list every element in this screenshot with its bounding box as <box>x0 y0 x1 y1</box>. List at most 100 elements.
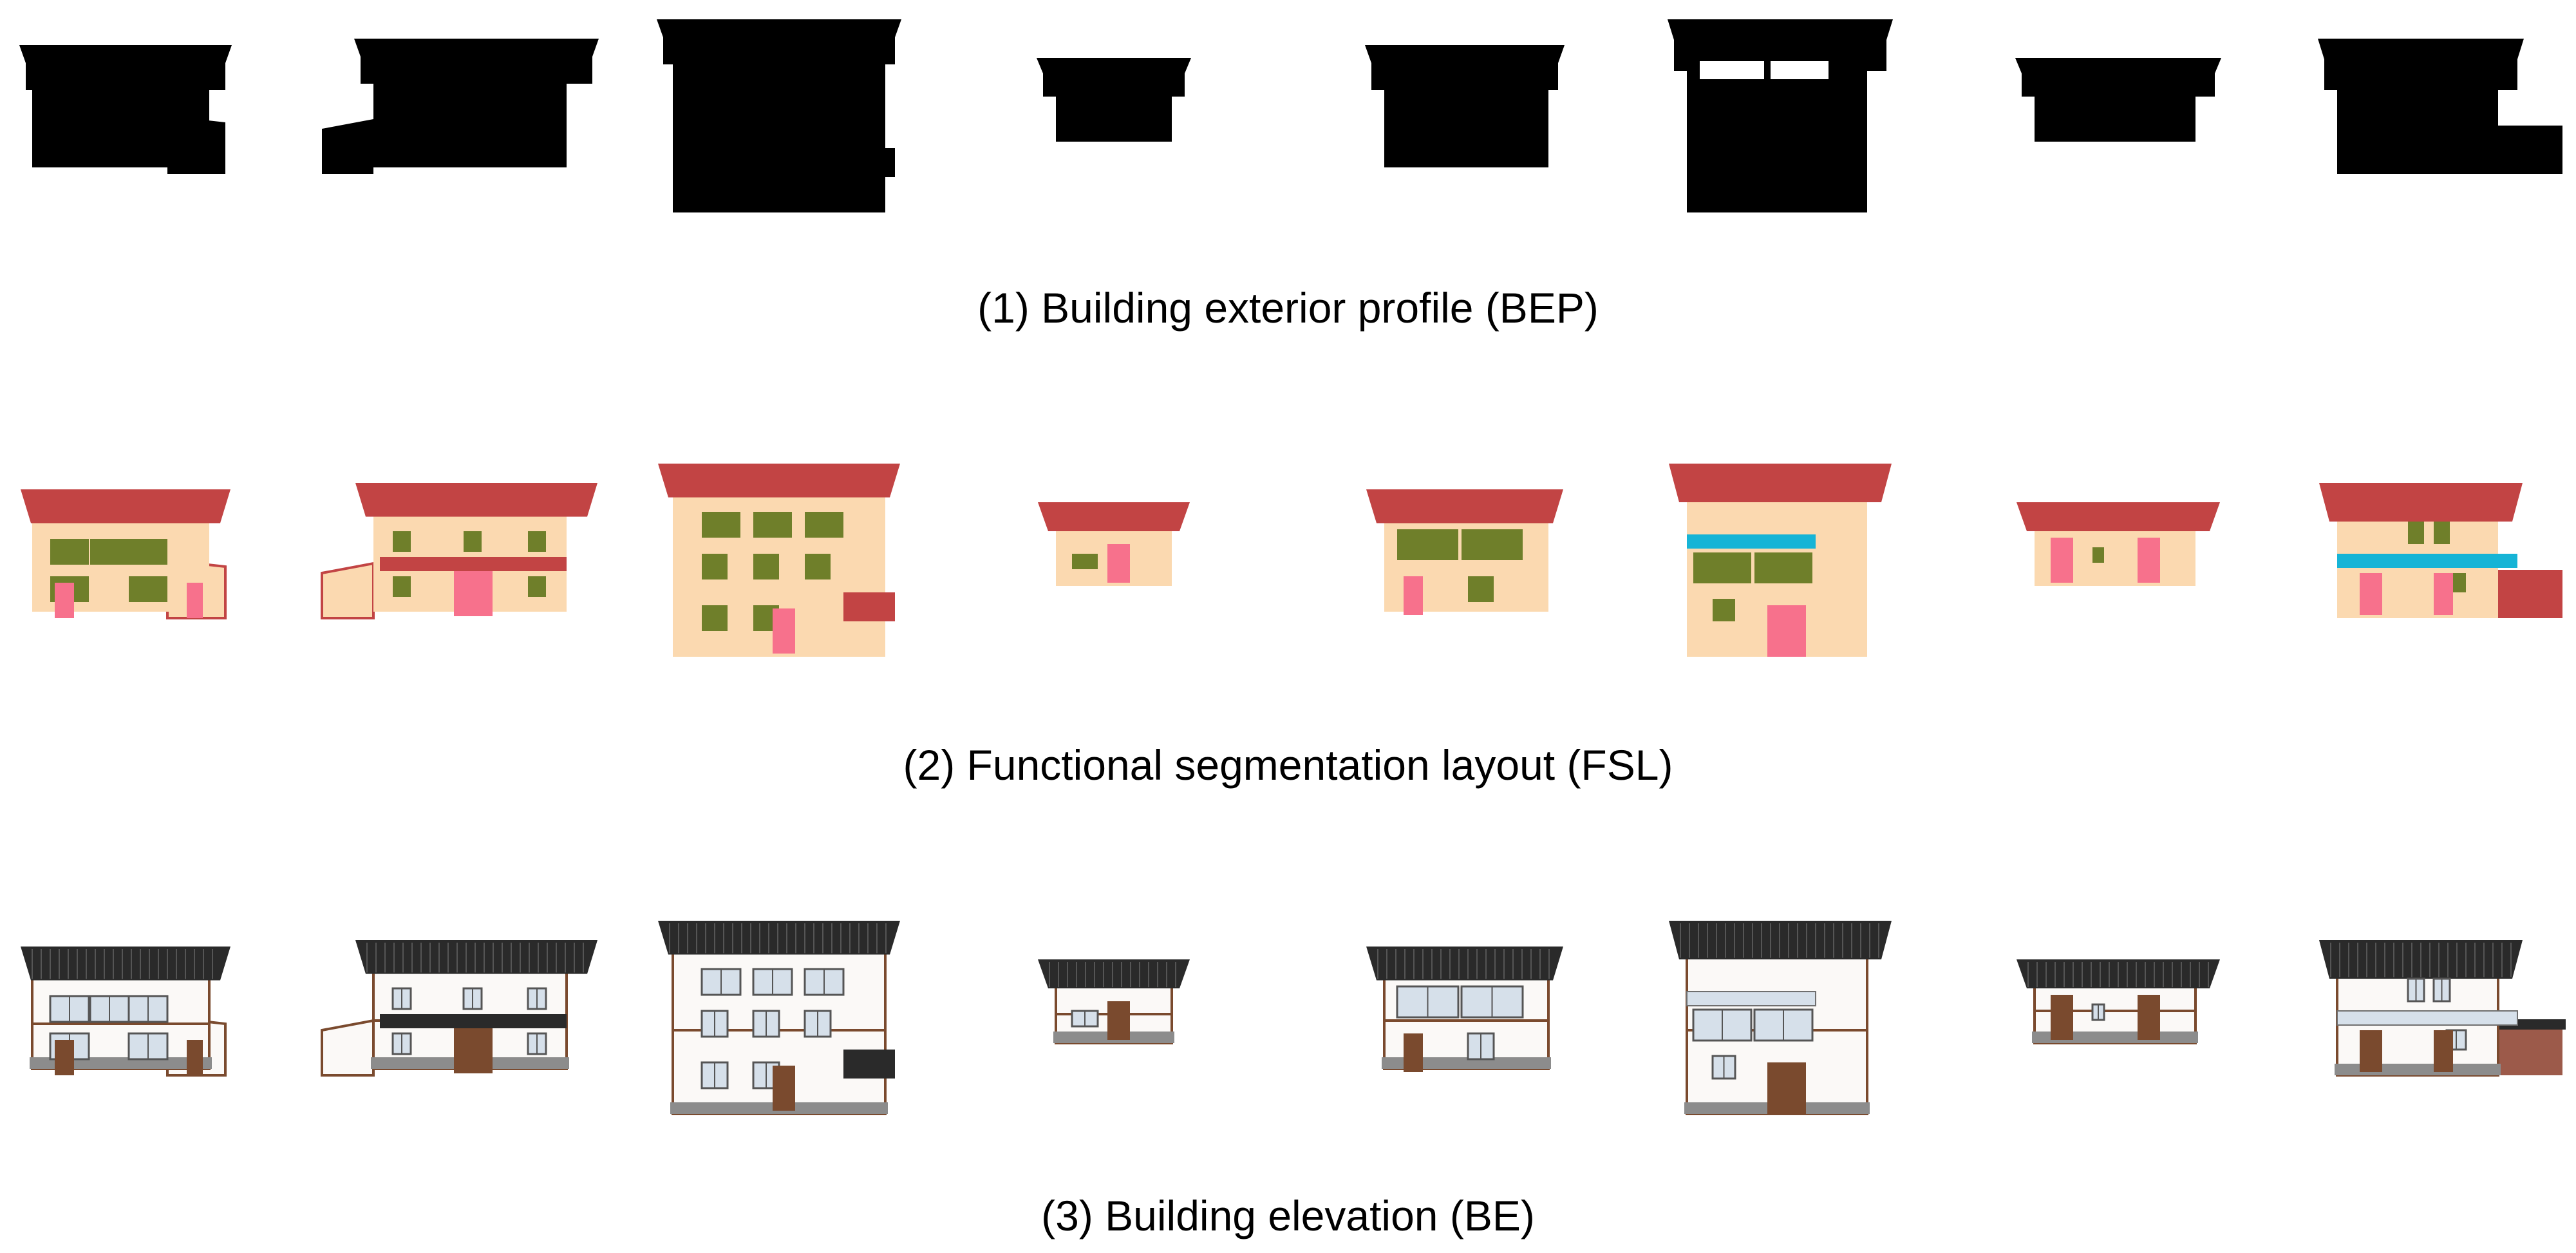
be-door-1-1 <box>55 1040 74 1075</box>
be-wing-8 <box>2498 1027 2562 1075</box>
fsl-roof-2 <box>355 483 597 517</box>
fsl-layouts <box>21 464 2562 657</box>
bep-building-3 <box>657 19 901 212</box>
be-door-8-2 <box>2434 1030 2453 1072</box>
bep-building-6 <box>1668 19 1893 212</box>
fsl-roof-1 <box>21 489 230 523</box>
be-door-4-1 <box>1107 1001 1130 1040</box>
fsl-caption: (2) Functional segmentation layout (FSL) <box>903 741 1673 789</box>
fsl-window-5-2 <box>1462 529 1523 560</box>
fsl-window-1-1 <box>50 539 89 565</box>
bep-building-4 <box>1037 58 1191 142</box>
bep-building-8 <box>2318 39 2562 174</box>
be-roof-1 <box>21 947 230 981</box>
fsl-window-1-2 <box>90 539 129 565</box>
fsl-door-4-1 <box>1107 544 1130 583</box>
bep-body-2 <box>373 71 567 167</box>
bep-gap-2 <box>1771 61 1829 79</box>
fsl-window-5-1 <box>1397 529 1458 560</box>
fsl-band-2 <box>380 557 567 571</box>
fsl-window-1-5 <box>129 576 167 602</box>
fsl-window-2-5 <box>528 576 546 597</box>
fsl-wing-8 <box>2498 570 2562 618</box>
bep-annex-3 <box>843 148 895 177</box>
fsl-row <box>0 444 2576 715</box>
fsl-balcony-8 <box>2337 554 2517 568</box>
fsl-window-3-4 <box>702 554 728 579</box>
be-balcony-6 <box>1686 991 1816 1006</box>
be-base-8 <box>2335 1064 2501 1075</box>
be-building-7 <box>2017 959 2220 1044</box>
bep-silhouettes <box>19 19 2562 212</box>
fsl-window-1-3 <box>129 539 167 565</box>
be-wing-2 <box>321 1019 375 1077</box>
fsl-window-3-6 <box>805 554 831 579</box>
fsl-roof-7 <box>2017 502 2220 531</box>
fsl-window-6-2 <box>1754 552 1812 583</box>
fsl-door-8-2 <box>2434 573 2453 615</box>
fsl-window-3-7 <box>702 605 728 631</box>
fsl-building-4 <box>1038 502 1190 586</box>
fsl-window-2-3 <box>528 531 546 552</box>
bep-caption: (1) Building exterior profile (BEP) <box>977 284 1599 332</box>
bep-body-4 <box>1056 84 1172 142</box>
be-roof-2 <box>355 940 597 974</box>
fsl-window-8-2 <box>2434 522 2450 544</box>
fsl-window-2-2 <box>464 531 482 552</box>
fsl-building-1 <box>21 489 230 619</box>
bep-building-5 <box>1365 45 1565 167</box>
fsl-window-6-3 <box>1713 599 1735 621</box>
bep-building-1 <box>19 45 232 174</box>
be-building-5 <box>1366 947 1563 1072</box>
be-band-2 <box>380 1014 567 1028</box>
fsl-building-6 <box>1669 464 1892 657</box>
fsl-window-8-1 <box>2408 522 2424 544</box>
be-door-7-2 <box>2138 995 2160 1040</box>
bep-wing-1 <box>167 116 225 174</box>
fsl-window-6-1 <box>1693 552 1751 583</box>
bep-wing-2 <box>322 119 373 174</box>
be-elevations <box>21 921 2566 1115</box>
be-building-2 <box>321 940 597 1077</box>
fsl-wing-2 <box>321 561 375 619</box>
fsl-window-3-2 <box>753 512 792 538</box>
fsl-roof-8 <box>2319 483 2523 522</box>
be-base-5 <box>1382 1057 1551 1069</box>
bep-wing-8 <box>2498 126 2562 174</box>
be-row <box>0 901 2576 1172</box>
fsl-window-2-4 <box>393 576 411 597</box>
bep-building-2 <box>322 39 599 174</box>
be-door-7-1 <box>2051 995 2073 1040</box>
be-door-3-1 <box>773 1066 795 1111</box>
fsl-door-8-1 <box>2360 573 2382 615</box>
bep-body-8 <box>2337 64 2498 174</box>
fsl-door-2-1 <box>454 571 493 616</box>
fsl-window-3-3 <box>805 512 843 538</box>
fsl-window-5-3 <box>1468 576 1494 602</box>
fsl-door-1-2 <box>187 583 203 618</box>
be-door-1-2 <box>187 1040 203 1075</box>
bep-body-7 <box>2035 77 2195 142</box>
fsl-door-7-1 <box>2051 538 2073 583</box>
fsl-door-1-1 <box>55 583 74 618</box>
fsl-window-3-1 <box>702 512 740 538</box>
be-roof-3 <box>658 921 900 955</box>
fsl-door-6-1 <box>1767 605 1806 657</box>
be-caption: (3) Building elevation (BE) <box>1041 1192 1535 1239</box>
be-building-8 <box>2319 940 2566 1077</box>
fsl-building-2 <box>321 483 597 619</box>
fsl-balcony-6 <box>1687 534 1816 549</box>
be-building-6 <box>1669 921 1892 1115</box>
fsl-building-8 <box>2319 483 2562 618</box>
fsl-window-3-5 <box>753 554 779 579</box>
fsl-roof-3 <box>658 464 900 498</box>
bep-body-3 <box>673 45 885 212</box>
fsl-building-5 <box>1366 489 1563 615</box>
fsl-window-7-1 <box>2092 547 2104 563</box>
fsl-door-5-1 <box>1404 576 1423 615</box>
bep-body-5 <box>1384 71 1548 167</box>
be-roof-5 <box>1366 947 1563 981</box>
fsl-door-7-2 <box>2138 538 2160 583</box>
be-door-8-1 <box>2360 1030 2382 1072</box>
bep-building-7 <box>2015 58 2221 142</box>
